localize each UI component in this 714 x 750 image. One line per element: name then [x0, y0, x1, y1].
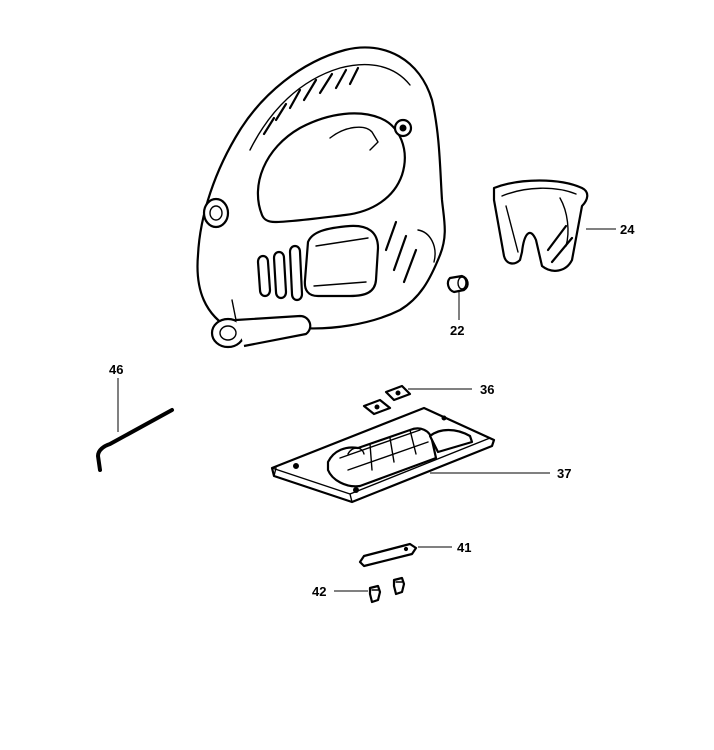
leader-lines	[117, 228, 616, 592]
callout-37: 37	[557, 466, 571, 481]
small-pin-part	[446, 274, 469, 294]
part-callouts: 24 22 46 36 37 41 42	[109, 222, 635, 599]
clamp-pad-part	[362, 384, 412, 416]
lever-part	[358, 542, 418, 568]
jigsaw-housing	[196, 46, 446, 349]
callout-22: 22	[450, 323, 464, 338]
callout-42: 42	[312, 584, 326, 599]
callout-36: 36	[480, 382, 494, 397]
callout-46: 46	[109, 362, 123, 377]
callout-24: 24	[620, 222, 635, 237]
blade-guard-part	[492, 179, 589, 272]
base-plate-part	[270, 406, 496, 504]
screw-part	[368, 576, 406, 604]
hex-key-part	[96, 408, 174, 472]
callout-41: 41	[457, 540, 471, 555]
